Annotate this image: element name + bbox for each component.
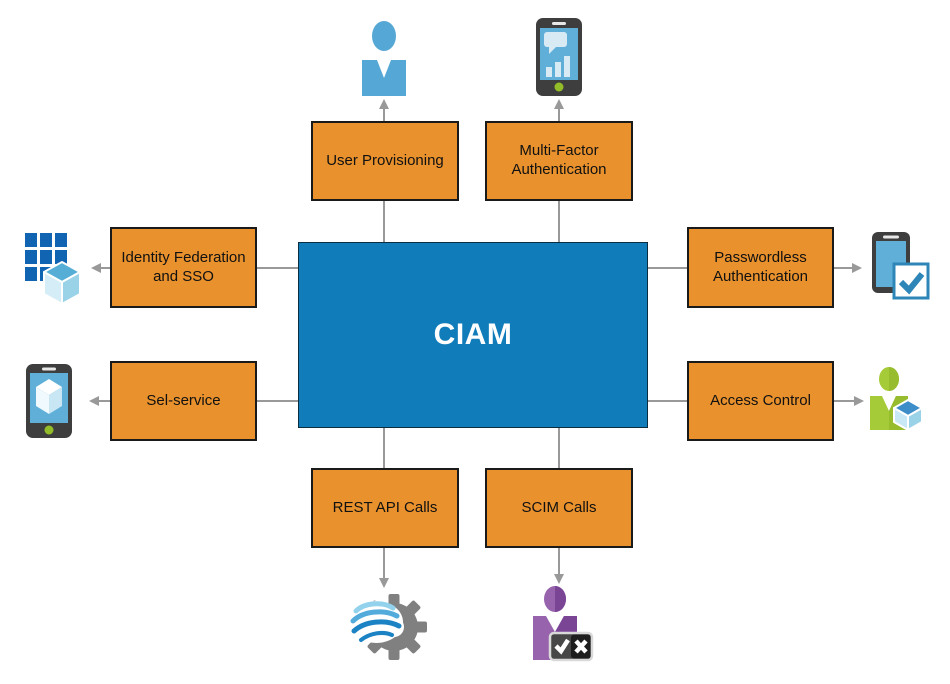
- node-label: Sel-service: [146, 391, 221, 409]
- user-cube-icon: [870, 367, 923, 431]
- node-scim-calls: SCIM Calls: [485, 468, 633, 548]
- node-access-control: Access Control: [687, 361, 834, 441]
- user-icon: [362, 21, 406, 96]
- node-self-service: Sel-service: [110, 361, 257, 441]
- smartphone-chart-icon: [536, 18, 582, 96]
- grid-cube-icon: [25, 233, 81, 305]
- node-label: Passwordless Authentication: [712, 248, 809, 285]
- node-label: User Provisioning: [326, 151, 444, 169]
- node-label: SCIM Calls: [521, 498, 597, 516]
- smartphone-check-icon: [872, 232, 930, 300]
- node-label: Identity Federation and SSO: [121, 248, 246, 285]
- node-multi-factor-authentication: Multi-Factor Authentication: [485, 121, 633, 201]
- node-ciam: CIAM: [298, 242, 648, 428]
- node-passwordless-authentication: Passwordless Authentication: [687, 227, 834, 308]
- node-identity-federation-sso: Identity Federation and SSO: [110, 227, 257, 308]
- node-user-provisioning: User Provisioning: [311, 121, 459, 201]
- node-label: Access Control: [710, 391, 811, 409]
- node-label: Multi-Factor Authentication: [511, 142, 607, 178]
- user-checkbox-icon: [533, 586, 594, 662]
- gear-waves-icon: [349, 594, 427, 660]
- ciam-label: CIAM: [433, 318, 513, 352]
- node-label: REST API Calls: [332, 498, 438, 516]
- node-rest-api-calls: REST API Calls: [311, 468, 459, 548]
- smartphone-cube-icon: [26, 364, 72, 438]
